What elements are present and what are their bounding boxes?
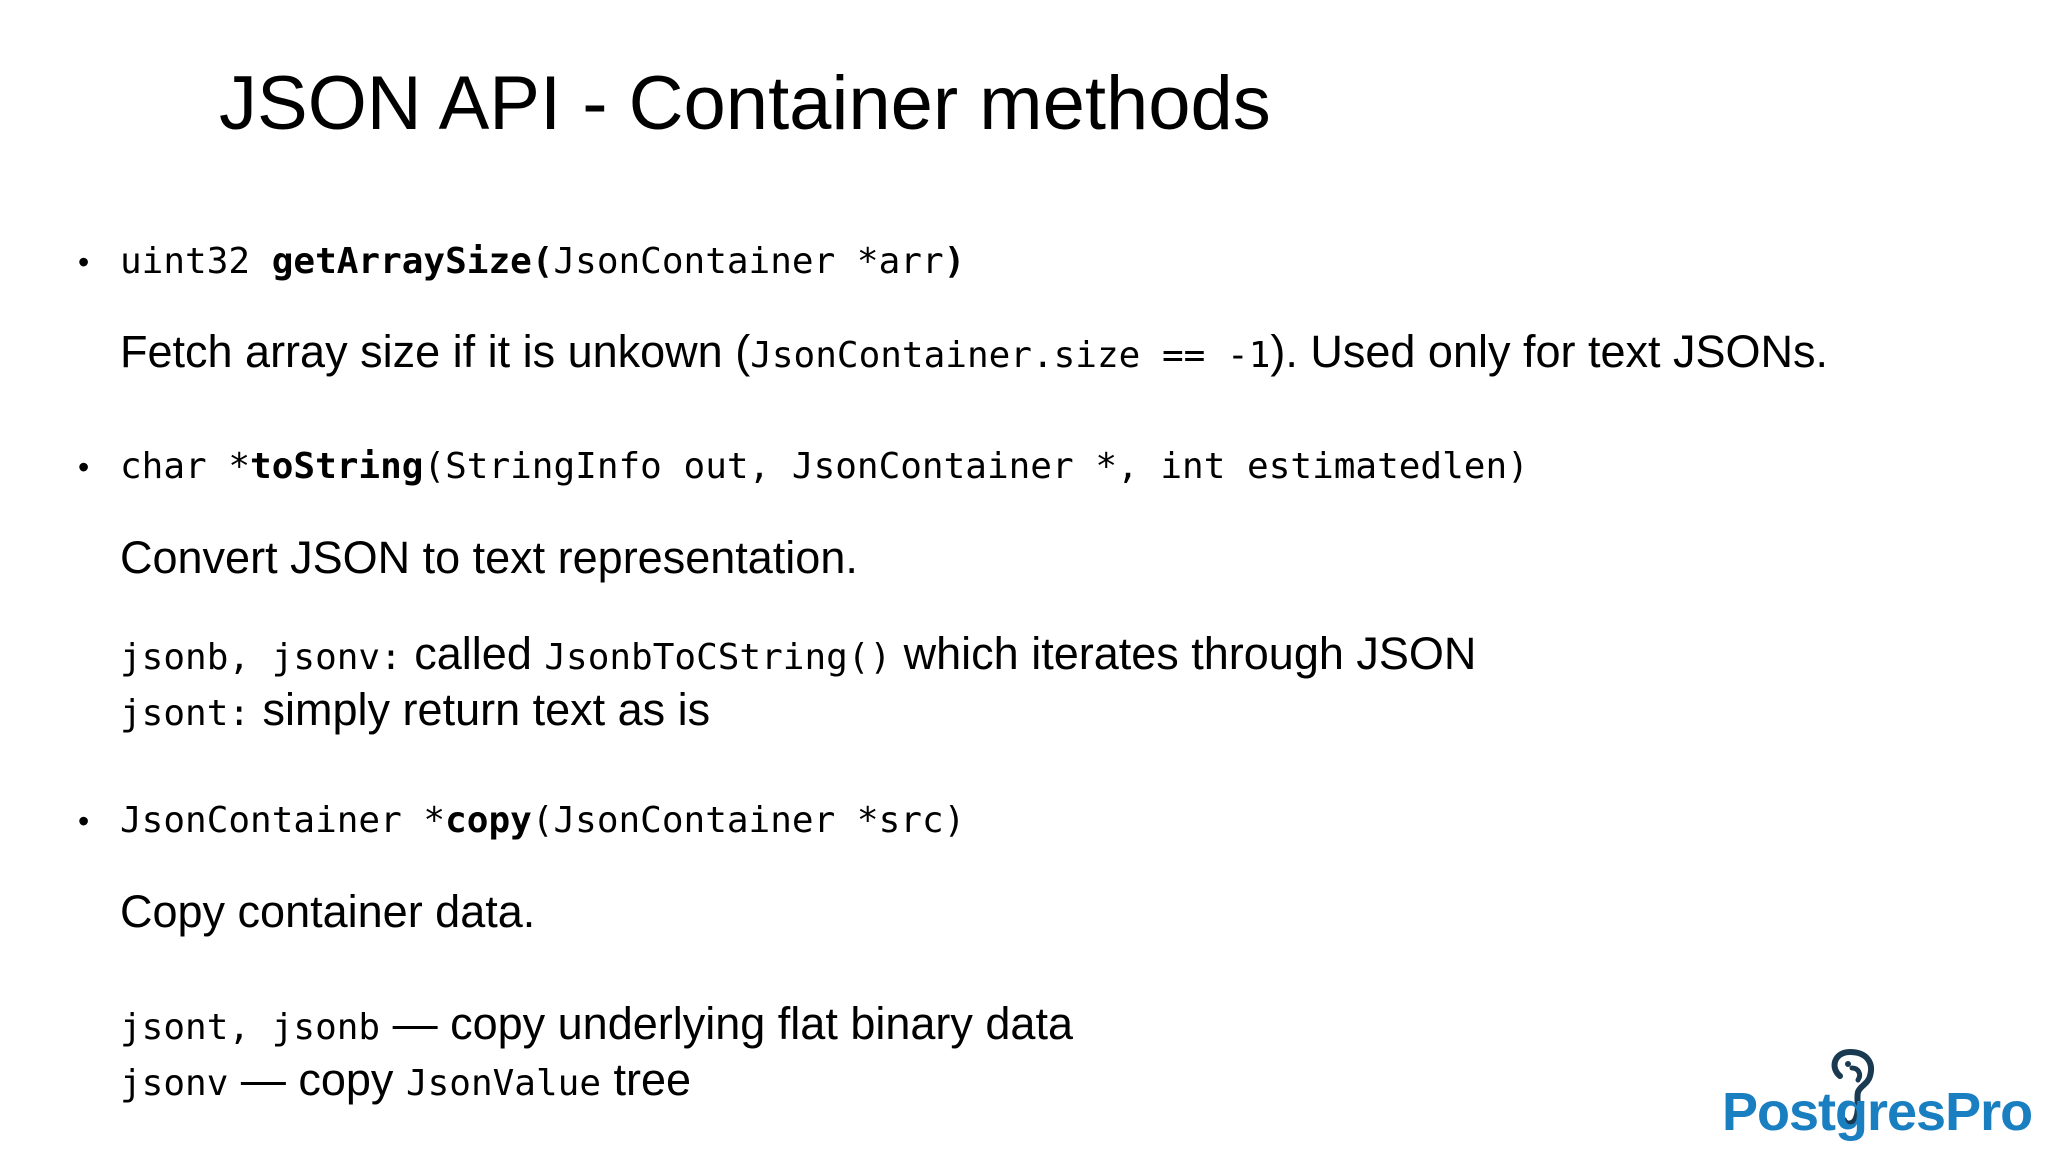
copy-line-jsont-jsonb: jsont, jsonb — copy underlying flat bina… <box>120 996 1073 1056</box>
desc-code: JsonContainer.size == -1 <box>750 335 1271 376</box>
bullet-1: • <box>78 244 90 280</box>
tostring-line-jsont: jsont: simply return text as is <box>120 682 710 742</box>
signature-copy: JsonContainer *copy(JsonContainer *src) <box>120 797 965 845</box>
desc-text-end: ). Used only for text JSONs. <box>1270 326 1829 377</box>
code-label: jsont: <box>120 693 251 734</box>
signature-getarraysize: uint32 getArraySize(JsonContainer *arr) <box>120 238 965 286</box>
sig-function-name: toString <box>250 446 424 487</box>
sig-return-type: char * <box>120 446 251 487</box>
bullet-2: • <box>78 449 90 485</box>
logo-text: PostgresPro <box>1722 1082 2033 1142</box>
code-function: JsonbToCString() <box>544 637 892 678</box>
desc-tostring: Convert JSON to text representation. <box>120 532 858 583</box>
sig-function-name: getArraySize( <box>271 241 554 282</box>
slide-title: JSON API - Container methods <box>219 61 1271 146</box>
line-text: called <box>401 628 545 679</box>
line-text: — copy underlying flat binary data <box>380 998 1073 1049</box>
code-label: jsonb, jsonv: <box>120 637 402 678</box>
code-label: jsont, jsonb <box>120 1007 381 1048</box>
elephant-icon <box>1831 1048 1874 1127</box>
desc-copy: Copy container data. <box>120 886 536 937</box>
sig-arguments: (JsonContainer *src) <box>531 800 966 841</box>
desc-getarraysize: Fetch array size if it is unkown (JsonCo… <box>120 324 1828 384</box>
sig-return-type: uint32 <box>120 241 272 282</box>
postgrespro-logo: PostgresPro <box>1722 1046 2040 1146</box>
line-text-end: which iterates through JSON <box>891 628 1477 679</box>
signature-tostring: char *toString(StringInfo out, JsonConta… <box>120 443 1529 491</box>
line-text-end: tree <box>601 1054 692 1105</box>
line-text: simply return text as is <box>250 684 711 735</box>
sig-arguments: JsonContainer *arr <box>553 241 944 282</box>
sig-arguments: (StringInfo out, JsonContainer *, int es… <box>423 446 1529 487</box>
sig-close-paren: ) <box>943 241 966 282</box>
code-label: jsonv <box>120 1063 229 1104</box>
desc-text: Fetch array size if it is unkown ( <box>120 326 751 377</box>
sig-function-name: copy <box>445 800 532 841</box>
line-text: — copy <box>228 1054 406 1105</box>
copy-line-jsonv: jsonv — copy JsonValue tree <box>120 1052 691 1112</box>
sig-return-type: JsonContainer * <box>120 800 446 841</box>
tostring-line-jsonb-jsonv: jsonb, jsonv: called JsonbToCString() wh… <box>120 626 1476 686</box>
code-type: JsonValue <box>405 1063 602 1104</box>
bullet-3: • <box>78 803 90 839</box>
